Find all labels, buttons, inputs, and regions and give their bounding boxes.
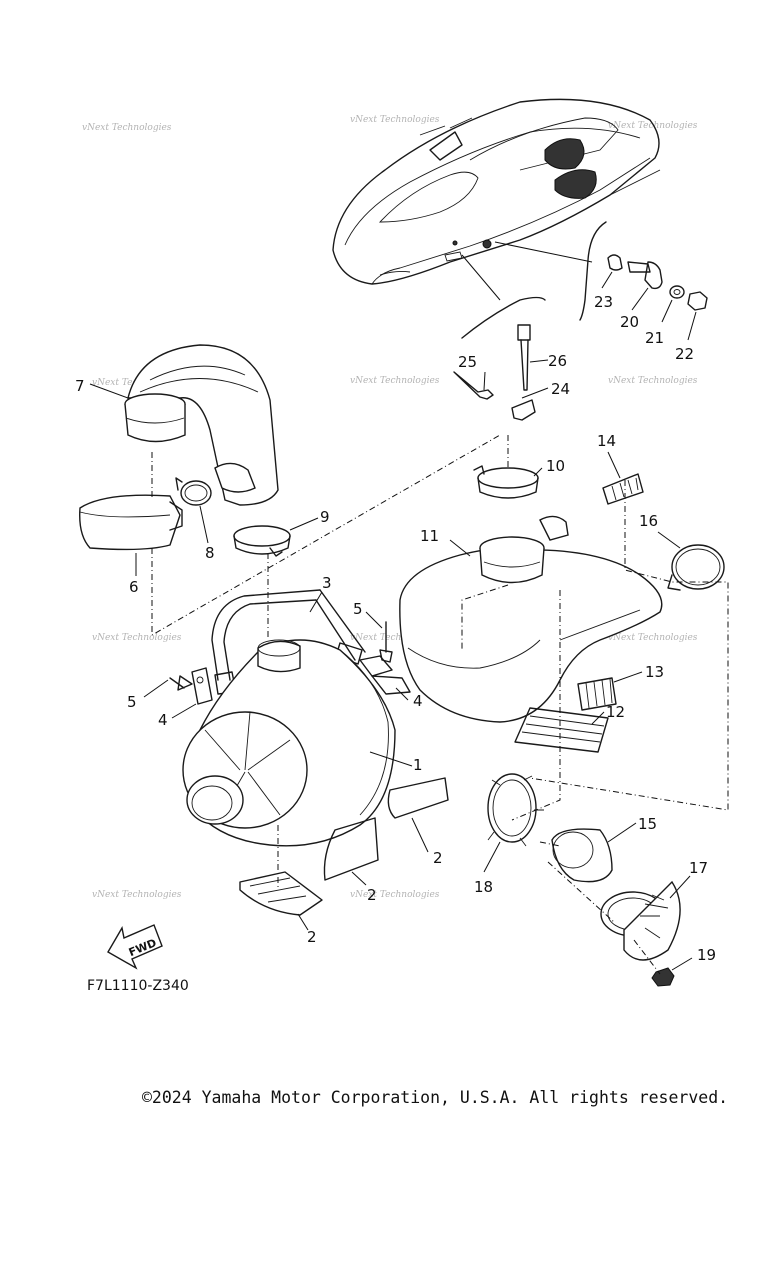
callout-14: 14 [597, 432, 616, 450]
callout-15: 15 [638, 815, 657, 833]
drain-fitting-parts [607, 254, 708, 311]
callout-13: 13 [645, 663, 664, 681]
callout-9: 9 [320, 508, 330, 526]
callout-4: 4 [158, 711, 168, 729]
callout-23: 23 [594, 293, 613, 311]
watermark: vNext Technologies [92, 890, 182, 900]
callout-12: 12 [606, 703, 625, 721]
callout-2: 2 [367, 886, 377, 904]
callout-19: 19 [697, 946, 716, 964]
watercraft-illustration [332, 98, 661, 285]
watermark: vNext Technologies [92, 633, 182, 643]
muffler-1 [182, 639, 396, 847]
callout-labels: 1 2 2 2 2 3 4 4 5 5 6 7 8 9 10 11 12 13 … [75, 293, 716, 964]
watermark: vNext Technologies [82, 123, 172, 133]
callout-11: 11 [420, 527, 439, 545]
callout-5: 5 [127, 693, 137, 711]
callout-16: 16 [639, 512, 658, 530]
callout-20: 20 [620, 313, 639, 331]
watermark: vNext Technologies [350, 376, 440, 386]
callout-25: 25 [458, 353, 477, 371]
diagram-code: F7L1110-Z340 [87, 978, 189, 994]
watermark: vNext Technologies [350, 890, 440, 900]
callout-1: 1 [413, 756, 423, 774]
callout-22: 22 [675, 345, 694, 363]
callout-8: 8 [205, 544, 215, 562]
callout-10: 10 [546, 457, 565, 475]
callout-5: 5 [353, 600, 363, 618]
watermark: vNext Technologies [350, 633, 440, 643]
watermark: vNext Technologies [608, 121, 698, 131]
intake-duct-7 [124, 344, 279, 506]
callout-2: 2 [433, 849, 443, 867]
watermark: vNext Technologies [350, 115, 440, 125]
callout-4: 4 [413, 692, 423, 710]
callout-24: 24 [551, 380, 570, 398]
watermark: vNext Technologies [608, 376, 698, 386]
callout-2: 2 [307, 928, 317, 946]
callout-18: 18 [474, 878, 493, 896]
callout-17: 17 [689, 859, 708, 877]
fwd-arrow: FWD [107, 924, 163, 970]
copyright-notice: ©2024 Yamaha Motor Corporation, U.S.A. A… [142, 1088, 729, 1107]
callout-21: 21 [645, 329, 664, 347]
water-box-11 [399, 515, 663, 723]
callout-3: 3 [322, 574, 332, 592]
watermark: vNext Technologies [608, 633, 698, 643]
callout-7: 7 [75, 377, 85, 395]
callout-26: 26 [548, 352, 567, 370]
callout-6: 6 [129, 578, 139, 596]
